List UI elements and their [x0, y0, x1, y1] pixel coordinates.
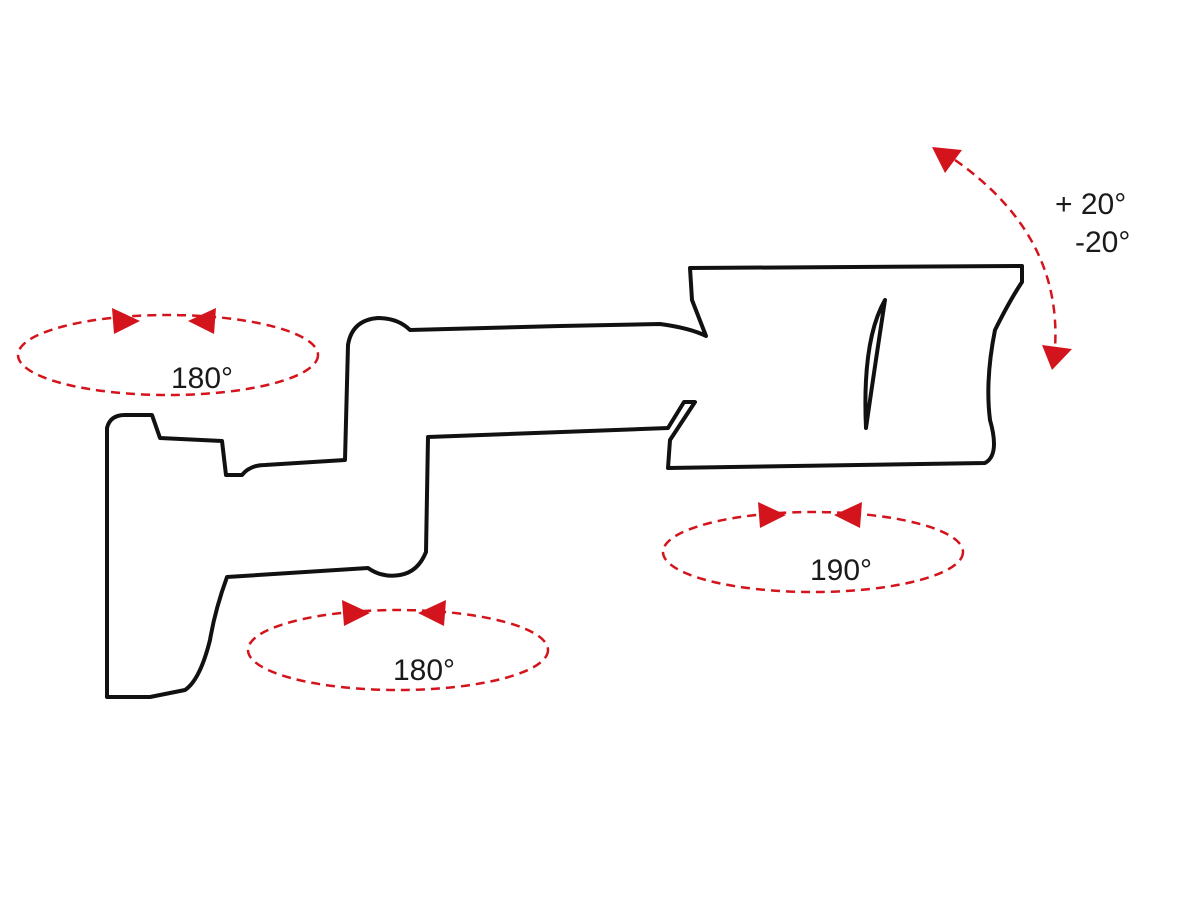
tilt-dashed-arc — [954, 158, 1057, 349]
tilt-down-label: -20° — [1075, 226, 1130, 259]
base-rotation-label: 180° — [171, 362, 233, 395]
head-rotation-indicator: 190° — [661, 502, 965, 594]
tilt-up-label: + 20° — [1055, 188, 1126, 221]
wall-plate-and-arm-outline — [105, 264, 1024, 699]
head-rotation-arrow-left — [834, 502, 862, 528]
head-rotation-label: 190° — [810, 554, 872, 587]
camera-slot-outline — [863, 298, 887, 430]
arm-rotation-arrow-right — [342, 600, 370, 626]
arm-rotation-dashed-ellipse — [246, 608, 550, 692]
head-rotation-dashed-ellipse — [661, 510, 965, 594]
head-rotation-arrow-right — [758, 502, 786, 528]
base-rotation-indicator: 180° — [16, 308, 320, 397]
arm-rotation-label: 180° — [393, 654, 455, 687]
tilt-arrow-down — [1042, 345, 1072, 370]
mount-outline — [105, 264, 1024, 699]
tilt-arrow-up — [932, 147, 962, 173]
arm-rotation-indicator: 180° — [246, 600, 550, 692]
base-rotation-arrow-left — [188, 308, 216, 334]
base-rotation-dashed-ellipse — [16, 313, 320, 397]
tilt-indicator: + 20° -20° — [932, 147, 1130, 370]
arm-rotation-arrow-left — [418, 600, 446, 626]
base-rotation-arrow-right — [112, 308, 140, 334]
